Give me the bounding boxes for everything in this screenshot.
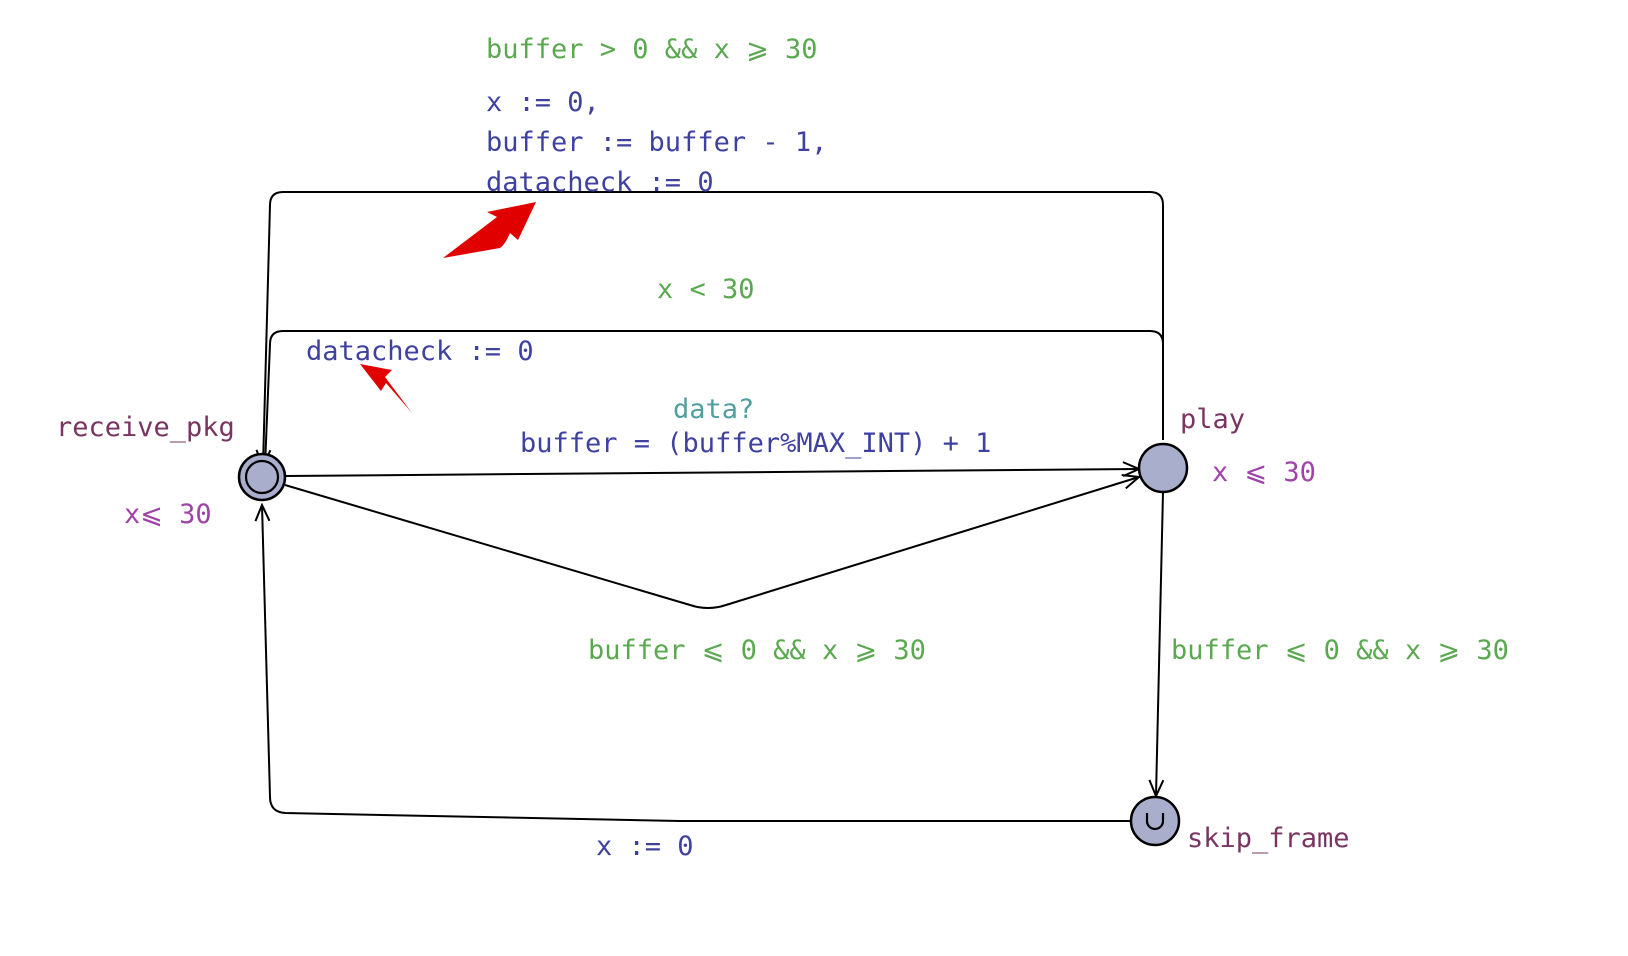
edge-receive-to-play-bent[interactable]: [284, 477, 1139, 609]
guard-mid-edge: x < 30: [657, 274, 755, 305]
invariant-receive-pkg: x⩽ 30: [124, 499, 212, 530]
sync-receive-to-play: data?: [673, 394, 754, 425]
edge-play-to-receive-mid[interactable]: [264, 330, 1164, 467]
update-mid-edge: datacheck := 0: [306, 336, 534, 367]
location-play[interactable]: [1137, 442, 1189, 494]
initial-marker-icon: [244, 459, 280, 495]
guard-play-to-skip: buffer ⩽ 0 && x ⩾ 30: [1171, 635, 1509, 666]
location-name-receive-pkg: receive_pkg: [56, 412, 235, 443]
update-receive-to-play: buffer = (buffer%MAX_INT) + 1: [520, 428, 991, 459]
update-top-edge-2: buffer := buffer - 1,: [486, 127, 827, 158]
edge-skip-to-receive[interactable]: [262, 505, 1132, 822]
edge-receive-to-play[interactable]: [285, 469, 1139, 476]
update-top-edge-3: datacheck := 0: [486, 167, 714, 198]
location-skip-frame[interactable]: [1129, 795, 1181, 847]
update-skip-to-receive: x := 0: [596, 831, 694, 862]
edge-play-to-skip[interactable]: [1156, 491, 1163, 796]
guard-receive-to-play-bent: buffer ⩽ 0 && x ⩾ 30: [588, 635, 926, 666]
red-arrow-to-datacheck-top: [443, 202, 536, 258]
guard-top-edge: buffer > 0 && x ⩾ 30: [486, 34, 817, 65]
urgent-marker-icon: [1145, 813, 1165, 831]
location-receive-pkg[interactable]: [237, 452, 287, 502]
edge-play-to-receive-top[interactable]: [263, 191, 1164, 466]
invariant-play: x ⩽ 30: [1212, 457, 1316, 488]
location-name-skip-frame: skip_frame: [1187, 823, 1350, 854]
update-top-edge-1: x := 0,: [486, 87, 600, 118]
location-name-play: play: [1180, 404, 1245, 435]
red-arrow-to-datacheck-mid: [360, 364, 412, 413]
